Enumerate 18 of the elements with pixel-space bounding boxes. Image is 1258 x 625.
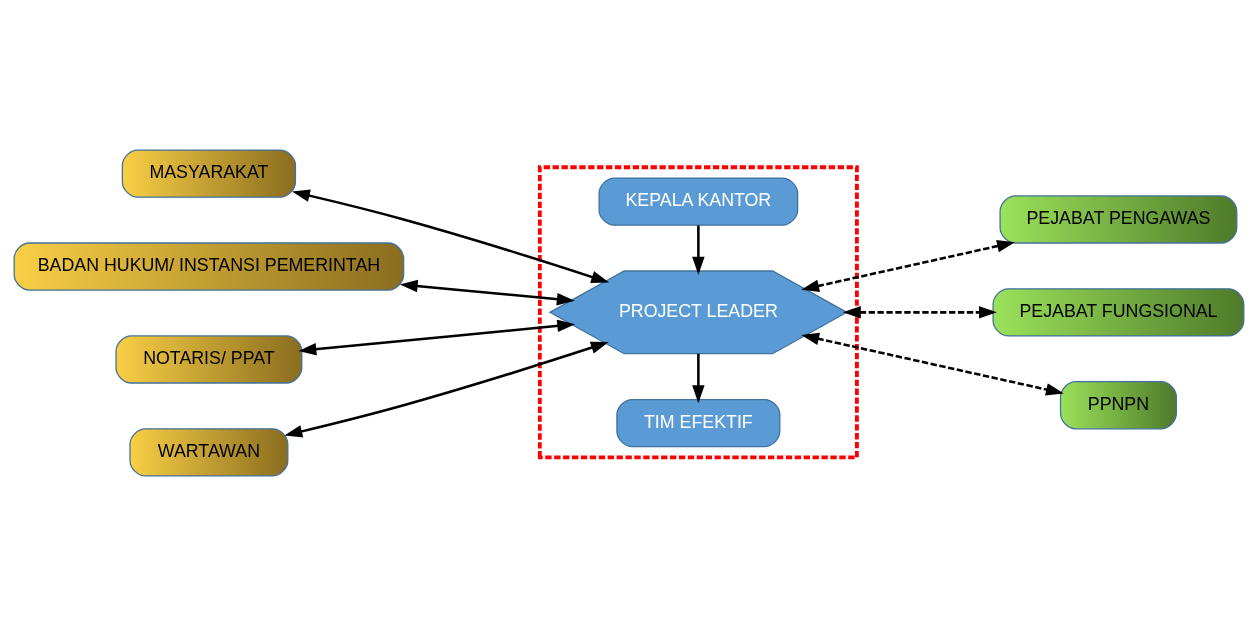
node-box: KEPALA KANTOR [598,176,799,226]
arrow [692,224,705,275]
arrow [692,353,705,403]
arrow [843,305,997,319]
node-box: BADAN HUKUM/ INSTANSI PEMERINTAH [13,241,405,291]
arrow [284,341,609,437]
node-box: PEJABAT FUNGSIONAL [992,287,1245,337]
arrow [801,239,1015,292]
node-box: TIM EFEKTIF [616,398,781,447]
node-box: PPNPN [1059,380,1177,429]
node-box: NOTARIS/ PPAT [115,334,303,384]
node-box: WARTAWAN [129,427,289,477]
node-box: PEJABAT PENGAWAS [999,194,1238,244]
arrow [801,332,1064,396]
arrow [298,319,576,355]
node-box: MASYARAKAT [121,148,297,198]
arrow [292,189,610,283]
arrow [399,279,575,305]
